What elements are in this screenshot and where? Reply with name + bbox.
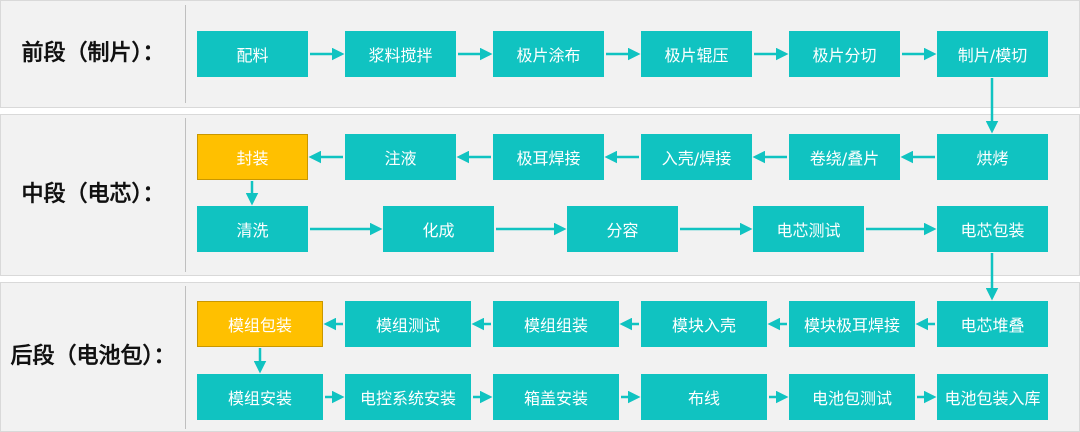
process-node: 电芯测试	[753, 206, 864, 252]
stage-front-label: 前段（制片）：	[21, 41, 165, 67]
process-node: 卷绕/叠片	[789, 134, 900, 180]
process-node: 分容	[567, 206, 678, 252]
process-node: 配料	[197, 31, 308, 77]
process-node: 模块极耳焊接	[789, 301, 915, 347]
process-node: 电控系统安装	[345, 374, 471, 420]
process-node: 入壳/焊接	[641, 134, 752, 180]
process-node: 烘烤	[937, 134, 1048, 180]
process-node: 电芯堆叠	[937, 301, 1048, 347]
process-node-highlight: 封装	[197, 134, 308, 180]
process-node: 电芯包装	[937, 206, 1048, 252]
process-node: 浆料搅拌	[345, 31, 456, 77]
process-node: 化成	[383, 206, 494, 252]
process-node-highlight: 模组包装	[197, 301, 323, 347]
process-node: 制片/模切	[937, 31, 1048, 77]
process-node: 模块入壳	[641, 301, 767, 347]
process-node: 布线	[641, 374, 767, 420]
process-node: 电池包测试	[789, 374, 915, 420]
stage-back-label: 后段（电池包）：	[10, 344, 176, 370]
process-node: 注液	[345, 134, 456, 180]
process-node: 极片涂布	[493, 31, 604, 77]
process-node: 清洗	[197, 206, 308, 252]
process-node: 极片辊压	[641, 31, 752, 77]
stage-back-area	[185, 286, 1075, 429]
process-node: 极耳焊接	[493, 134, 604, 180]
process-node: 模组安装	[197, 374, 323, 420]
stage-middle-label: 中段（电芯）：	[21, 182, 165, 208]
process-node: 极片分切	[789, 31, 900, 77]
process-node: 模组组装	[493, 301, 619, 347]
process-node: 模组测试	[345, 301, 471, 347]
process-node: 箱盖安装	[493, 374, 619, 420]
process-node: 电池包装入库	[937, 374, 1048, 420]
